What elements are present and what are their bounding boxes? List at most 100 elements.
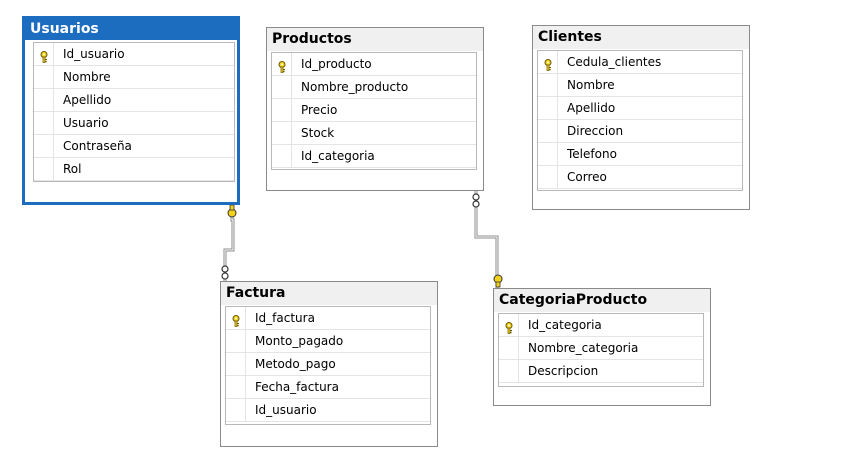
column-row[interactable]: Precio (272, 99, 476, 122)
column-row[interactable]: Id_producto (272, 53, 476, 76)
column-name: Usuario (63, 116, 109, 130)
row-selector[interactable] (272, 99, 292, 121)
column-name: Id_categoria (528, 318, 602, 332)
column-row[interactable]: Nombre_categoria (499, 337, 703, 360)
column-name: Precio (301, 103, 338, 117)
relationship-usuarios-factura[interactable] (221, 204, 237, 281)
row-selector[interactable] (34, 135, 54, 157)
relationship-categoria-productos[interactable] (472, 191, 503, 288)
column-row[interactable]: Rol (34, 158, 234, 181)
column-name: Fecha_factura (255, 380, 339, 394)
row-selector[interactable] (538, 74, 558, 96)
one-end-key-icon (227, 204, 237, 218)
column-name: Id_usuario (63, 47, 125, 61)
table-title[interactable]: Clientes (533, 26, 749, 49)
column-row[interactable]: Correo (538, 166, 742, 189)
row-selector[interactable] (272, 53, 292, 75)
row-selector[interactable] (34, 158, 54, 180)
row-selector[interactable] (226, 376, 246, 398)
row-selector[interactable] (226, 330, 246, 352)
row-selector[interactable] (538, 51, 558, 73)
column-name: Nombre_producto (301, 80, 409, 94)
column-row[interactable]: Nombre (34, 66, 234, 89)
primary-key-icon (231, 312, 241, 327)
column-name: Apellido (63, 93, 112, 107)
row-selector[interactable] (34, 43, 54, 65)
column-row[interactable]: Contraseña (34, 135, 234, 158)
column-row[interactable]: Monto_pagado (226, 330, 430, 353)
column-name: Id_factura (255, 311, 315, 325)
table-title[interactable]: Usuarios (25, 19, 237, 40)
many-end-infinity-icon (472, 193, 480, 208)
row-selector[interactable] (226, 353, 246, 375)
row-selector[interactable] (499, 337, 519, 359)
column-row[interactable]: Stock (272, 122, 476, 145)
row-selector[interactable] (34, 89, 54, 111)
one-end-key-icon (493, 274, 503, 288)
column-row[interactable]: Id_usuario (226, 399, 430, 422)
column-row[interactable]: Telefono (538, 143, 742, 166)
column-row[interactable]: Nombre (538, 74, 742, 97)
column-row[interactable]: Metodo_pago (226, 353, 430, 376)
column-name: Apellido (567, 101, 616, 115)
table-title[interactable]: CategoriaProducto (494, 289, 710, 312)
column-name: Cedula_clientes (567, 55, 662, 69)
row-selector[interactable] (538, 97, 558, 119)
column-row[interactable]: Direccion (538, 120, 742, 143)
column-row[interactable]: Id_usuario (34, 43, 234, 66)
column-row[interactable]: Usuario (34, 112, 234, 135)
column-row[interactable]: Id_categoria (272, 145, 476, 168)
table-title[interactable]: Factura (221, 282, 437, 305)
table-title[interactable]: Productos (267, 28, 483, 51)
column-name: Nombre_categoria (528, 341, 639, 355)
column-name: Id_usuario (255, 403, 317, 417)
primary-key-icon (277, 58, 287, 73)
row-selector[interactable] (34, 66, 54, 88)
column-row[interactable]: Cedula_clientes (538, 51, 742, 74)
column-name: Stock (301, 126, 335, 140)
column-name: Id_categoria (301, 149, 375, 163)
row-selector[interactable] (272, 145, 292, 167)
row-selector[interactable] (272, 122, 292, 144)
column-row[interactable]: Id_categoria (499, 314, 703, 337)
row-selector[interactable] (226, 399, 246, 421)
row-selector[interactable] (34, 112, 54, 134)
column-row[interactable]: Apellido (538, 97, 742, 120)
column-row[interactable]: Id_factura (226, 307, 430, 330)
column-name: Direccion (567, 124, 624, 138)
column-name: Nombre (567, 78, 615, 92)
row-selector[interactable] (538, 143, 558, 165)
column-row[interactable]: Fecha_factura (226, 376, 430, 399)
row-selector[interactable] (226, 307, 246, 329)
many-end-infinity-icon (221, 265, 229, 280)
column-name: Monto_pagado (255, 334, 344, 348)
column-name: Nombre (63, 70, 111, 84)
row-selector[interactable] (538, 166, 558, 188)
column-name: Contraseña (63, 139, 132, 153)
row-selector[interactable] (272, 76, 292, 98)
primary-key-icon (504, 319, 514, 334)
primary-key-icon (543, 56, 553, 71)
row-selector[interactable] (499, 314, 519, 336)
column-row[interactable]: Nombre_producto (272, 76, 476, 99)
primary-key-icon (39, 48, 49, 63)
row-selector[interactable] (499, 360, 519, 382)
column-name: Descripcion (528, 364, 599, 378)
column-name: Correo (567, 170, 607, 184)
column-row[interactable]: Apellido (34, 89, 234, 112)
column-name: Rol (63, 162, 82, 176)
column-name: Metodo_pago (255, 357, 336, 371)
column-row[interactable]: Descripcion (499, 360, 703, 383)
row-selector[interactable] (538, 120, 558, 142)
